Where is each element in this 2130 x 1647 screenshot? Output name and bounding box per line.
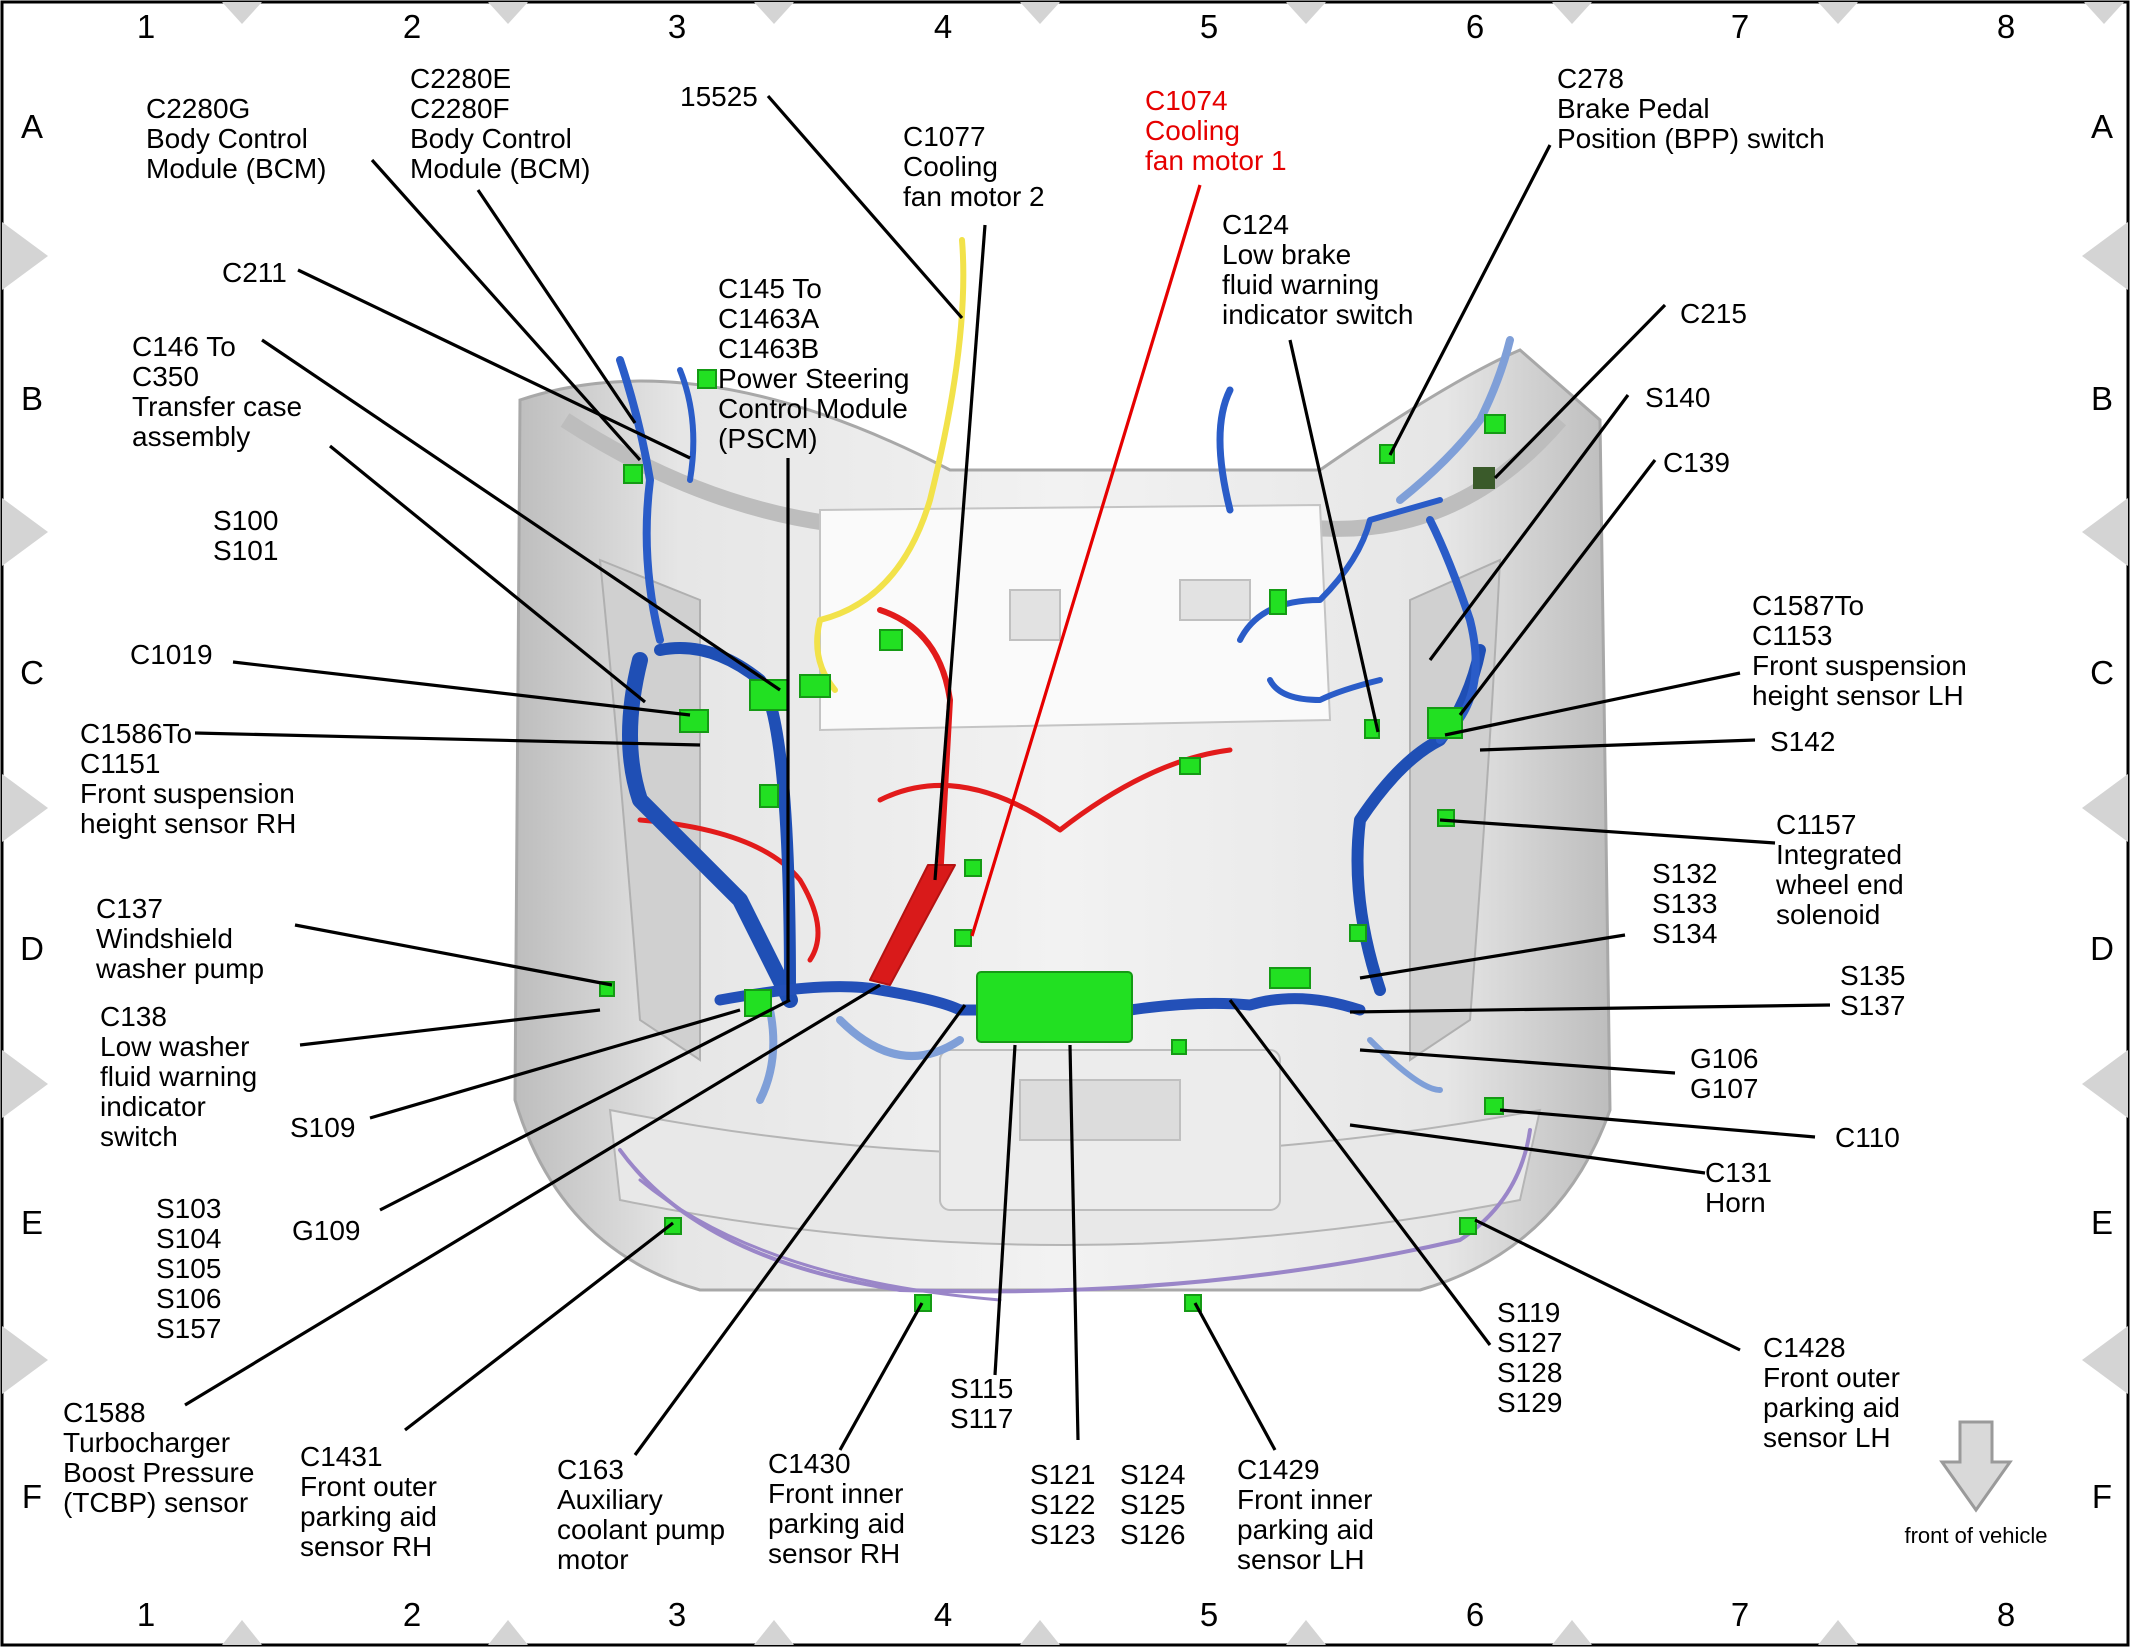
- grid-col-7: 7: [1731, 1596, 1749, 1633]
- callout-s109: S109: [290, 1112, 355, 1143]
- callout-c1588: C1588 Turbocharger Boost Pressure (TCBP)…: [63, 1397, 262, 1518]
- grid-row-c: C: [2090, 654, 2114, 691]
- grid-col-3: 3: [668, 8, 686, 45]
- callout-c138: C138 Low washer fluid warning indicator …: [100, 1001, 265, 1152]
- callout-c1431: C1431 Front outer parking aid sensor RH: [300, 1441, 445, 1562]
- callout-c124: C124 Low brake fluid warning indicator s…: [1222, 209, 1413, 330]
- callout-s103: S103 S104 S105 S106 S157: [156, 1193, 229, 1344]
- grid-col-5: 5: [1200, 8, 1218, 45]
- front-of-vehicle-label: front of vehicle: [1904, 1523, 2047, 1548]
- grid-row-e: E: [21, 1204, 43, 1241]
- callout-c1430: C1430 Front inner parking aid sensor RH: [768, 1448, 913, 1569]
- callout-c2280g: C2280G Body Control Module (BCM): [146, 93, 326, 184]
- callout-c1157: C1157 Integrated wheel end solenoid: [1775, 809, 1911, 930]
- grid-rows-right: A B C D E F: [2090, 108, 2114, 1515]
- connector-dark-c215: [1473, 467, 1495, 489]
- callout-c211: C211: [222, 257, 287, 288]
- callout-c278: C278 Brake Pedal Position (BPP) switch: [1557, 63, 1825, 154]
- grid-rows-left: A B C D E F: [20, 108, 44, 1515]
- callout-c1428: C1428 Front outer parking aid sensor LH: [1763, 1332, 1908, 1453]
- callout-c1074: C1074 Cooling fan motor 1: [1145, 85, 1287, 176]
- grid-row-e: E: [2091, 1204, 2113, 1241]
- grid-row-d: D: [2090, 930, 2114, 967]
- grid-row-d: D: [20, 930, 44, 967]
- callout-g106: G106 G107: [1690, 1043, 1766, 1104]
- callout-c146: C146 To C350 Transfer case assembly: [132, 331, 310, 452]
- grid-columns-top: 1 2 3 4 5 6 7 8: [137, 8, 2015, 45]
- grid-row-a: A: [2091, 108, 2113, 145]
- grid-col-5: 5: [1200, 1596, 1218, 1633]
- callout-c1077: C1077 Cooling fan motor 2: [903, 121, 1045, 212]
- grid-row-b: B: [21, 380, 43, 417]
- grid-columns-bottom: 1 2 3 4 5 6 7 8: [137, 1596, 2015, 1633]
- callout-c1586: C1586To C1151 Front suspension height se…: [80, 718, 303, 839]
- callout-s121: S121 S122 S123: [1030, 1459, 1103, 1550]
- callout-c1019: C1019: [130, 639, 213, 670]
- grid-col-8: 8: [1997, 1596, 2015, 1633]
- callout-c139: C139: [1663, 447, 1730, 478]
- grid-col-7: 7: [1731, 8, 1749, 45]
- leader-lines: [184, 94, 1831, 1456]
- grid-col-1: 1: [137, 1596, 155, 1633]
- grid-col-1: 1: [137, 8, 155, 45]
- callout-c110: C110: [1835, 1122, 1900, 1153]
- callout-c215: C215: [1680, 298, 1747, 329]
- callout-c1587: C1587To C1153 Front suspension height se…: [1752, 590, 1975, 711]
- callout-s124: S124 S125 S126: [1120, 1459, 1193, 1550]
- callout-g109: G109: [292, 1215, 361, 1246]
- front-of-vehicle-indicator: front of vehicle: [1904, 1420, 2048, 1548]
- callout-c145: C145 To C1463A C1463B Power Steering Con…: [718, 273, 917, 454]
- callout-15525: 15525: [680, 81, 758, 112]
- callout-s140: S140: [1645, 382, 1710, 413]
- callout-s142: S142: [1770, 726, 1835, 757]
- callouts: C2280G Body Control Module (BCM) C2280E …: [63, 63, 1975, 1575]
- callout-c131: C131 Horn: [1705, 1157, 1780, 1218]
- grid-col-6: 6: [1466, 1596, 1484, 1633]
- callout-s132: S132 S133 S134: [1652, 858, 1725, 949]
- grid-col-2: 2: [403, 1596, 421, 1633]
- grid-col-2: 2: [403, 8, 421, 45]
- down-arrow-icon: [1939, 1420, 2013, 1513]
- grid-col-4: 4: [934, 1596, 952, 1633]
- grid-col-8: 8: [1997, 8, 2015, 45]
- callout-c163: C163 Auxiliary coolant pump motor: [557, 1454, 733, 1575]
- grid-row-b: B: [2091, 380, 2113, 417]
- grid-row-c: C: [20, 654, 44, 691]
- grid-col-4: 4: [934, 8, 952, 45]
- connector-central-box: [976, 971, 1133, 1043]
- callout-c137: C137 Windshield washer pump: [95, 893, 264, 984]
- grid-row-f: F: [2092, 1478, 2112, 1515]
- callout-c1429: C1429 Front inner parking aid sensor LH: [1237, 1454, 1382, 1575]
- grid-row-a: A: [21, 108, 43, 145]
- callout-s119: S119 S127 S128 S129: [1497, 1297, 1570, 1418]
- callout-s135: S135 S137: [1840, 960, 1913, 1021]
- callout-s100: S100 S101: [213, 505, 286, 566]
- grid-col-6: 6: [1466, 8, 1484, 45]
- callout-c2280ef: C2280E C2280F Body Control Module (BCM): [410, 63, 590, 184]
- callout-s115: S115 S117: [950, 1373, 1021, 1434]
- grid-col-3: 3: [668, 1596, 686, 1633]
- grid-row-f: F: [22, 1478, 42, 1515]
